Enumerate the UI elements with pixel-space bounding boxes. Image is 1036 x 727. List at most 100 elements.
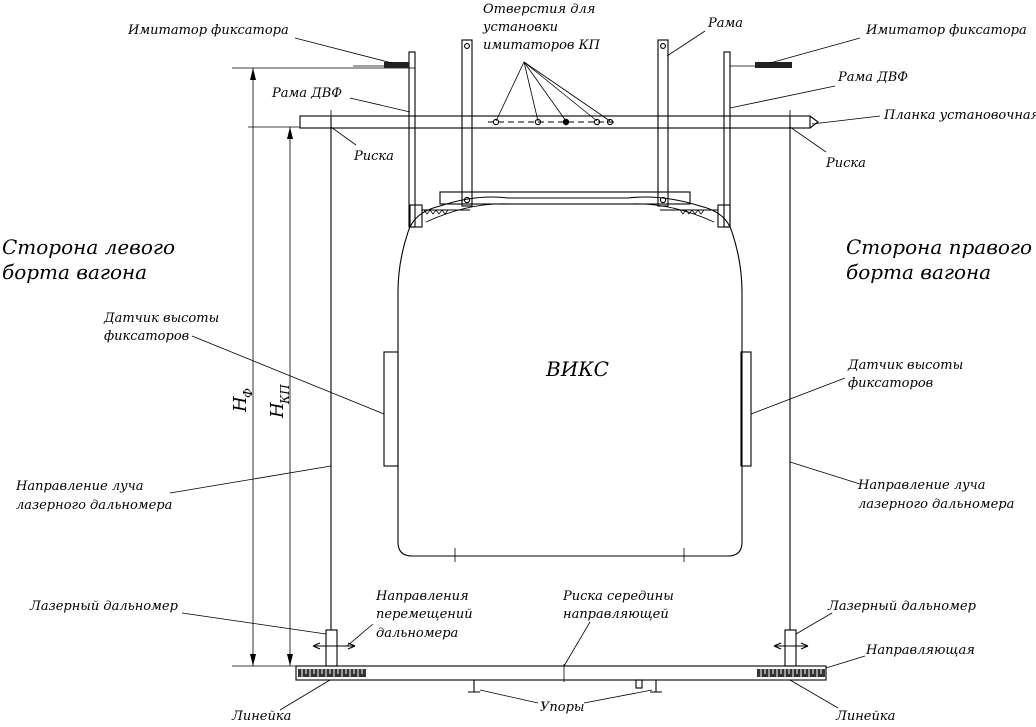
ruler-right-scale	[757, 669, 825, 677]
leader-rama-dvf-right	[729, 85, 836, 109]
label-beam-right-line2: лазерного дальномера	[858, 497, 1014, 512]
ruler-right-ticks	[760, 669, 822, 677]
leader-imitator-right	[769, 37, 861, 64]
leader-guide	[825, 655, 866, 669]
leader-rama	[666, 30, 706, 57]
label-side-left-line2: борта вагона	[2, 260, 147, 284]
mounting-bar-right-end	[809, 115, 819, 129]
leader-holes-4	[523, 61, 598, 122]
leader-ruler-left	[279, 679, 331, 711]
mounting-bar	[299, 115, 811, 129]
leader-imitator-left	[294, 37, 393, 64]
mount-hole-5	[606, 118, 614, 126]
frame-left-top-hole	[464, 43, 470, 49]
leader-holes-1	[495, 61, 525, 122]
leader-sensor-left	[191, 335, 385, 415]
dim-hf-arrow-bottom	[250, 654, 256, 666]
leader-beam-right	[789, 461, 861, 485]
leader-laser-left	[181, 612, 327, 635]
label-holes-line3: имитаторов КП	[483, 38, 601, 53]
leader-rama-dvf-left	[349, 97, 411, 113]
leader-lines	[169, 30, 881, 711]
label-side-right-line1: Сторона правого	[846, 235, 1032, 259]
ruler-left-scale	[298, 669, 366, 677]
dvf-frame-left	[408, 51, 416, 228]
support-left	[468, 680, 480, 693]
label-hkp-main: H	[267, 402, 288, 419]
guide-rail	[295, 665, 827, 681]
label-supports: Упоры	[540, 700, 585, 715]
label-hkp-sub: КП	[278, 384, 292, 405]
leader-sensor-right	[750, 377, 846, 415]
label-sensor-right-line2: фиксаторов	[848, 376, 933, 391]
label-sensor-left-line2: фиксаторов	[104, 329, 189, 344]
leader-laser-right	[795, 612, 833, 635]
label-beam-right-line1: Направление луча	[857, 478, 986, 493]
support-right	[650, 680, 662, 693]
laser-rangefinder-left	[325, 629, 338, 667]
label-ruler-right: Линейка	[835, 709, 895, 722]
dvf-frame-right	[723, 51, 731, 228]
support-middle	[635, 679, 643, 689]
label-laser-right: Лазерный дальномер	[827, 599, 977, 614]
frame-right-post	[657, 39, 669, 207]
imitator-right-bar	[755, 62, 792, 68]
leader-moves	[346, 623, 374, 647]
label-beam-left-line2: лазерного дальномера	[16, 498, 172, 513]
label-guide: Направляющая	[865, 643, 975, 658]
dim-hkp-arrow-bottom	[287, 654, 293, 666]
label-viks: ВИКС	[545, 357, 609, 381]
ruler-left-ticks	[301, 669, 363, 677]
laser-rangefinder-right	[784, 629, 797, 667]
viks-body	[397, 196, 743, 557]
label-rama-dvf-left: Рама ДВФ	[271, 86, 342, 101]
height-sensor-left	[383, 351, 399, 467]
label-hf: H Ф	[230, 388, 255, 413]
move-arrows-right	[773, 642, 809, 650]
frame-right-top-hole	[660, 43, 666, 49]
mount-block-left	[409, 204, 423, 228]
dim-hf-arrow-top	[250, 68, 256, 80]
leader-supports-right	[583, 689, 653, 704]
label-rama: Рама	[707, 16, 743, 31]
mount-block-right	[717, 204, 731, 228]
label-moves-line2: перемещений	[376, 607, 473, 622]
label-holes-line2: установки	[482, 20, 558, 35]
label-imitator-right: Имитатор фиксатора	[865, 23, 1027, 38]
label-riska-right: Риска	[825, 156, 866, 171]
leader-riska-mid	[563, 621, 591, 667]
height-sensor-right	[740, 351, 752, 467]
leader-holes-5	[523, 61, 611, 122]
leader-ruler-right	[789, 679, 839, 709]
leader-beam-left	[169, 465, 332, 494]
leader-supports-left	[479, 689, 539, 704]
leader-holes-2	[523, 61, 539, 122]
label-laser-left: Лазерный дальномер	[29, 599, 179, 614]
leader-holes-3	[523, 61, 567, 122]
viks-inner-top-line	[425, 203, 715, 223]
label-moves-line1: Направления	[375, 589, 469, 604]
label-sensor-right-line1: Датчик высоты	[847, 358, 963, 373]
label-planka: Планка установочная	[883, 108, 1036, 123]
label-riska-mid-line1: Риска середины	[562, 589, 674, 604]
label-holes-line1: Отверстия для	[483, 2, 595, 17]
label-side-right-line2: борта вагона	[846, 260, 991, 284]
imitator-left-bar	[384, 62, 409, 68]
label-moves-line3: дальномера	[376, 626, 458, 641]
frame-right-bottom-hole	[659, 196, 667, 204]
label-hkp: H КП	[267, 384, 292, 419]
mount-hole-center	[562, 118, 570, 126]
leader-riska-left	[330, 126, 357, 146]
label-sensor-left-line1: Датчик высоты	[103, 311, 219, 326]
label-beam-left-line1: Направление луча	[15, 479, 144, 494]
leader-planka	[811, 115, 881, 125]
label-rama-dvf-right: Рама ДВФ	[837, 70, 908, 85]
label-riska-left: Риска	[353, 149, 394, 164]
mount-hole-1	[492, 118, 500, 126]
label-hf-main: H	[230, 396, 251, 413]
label-hf-sub: Ф	[241, 388, 255, 398]
label-riska-mid-line2: направляющей	[563, 607, 669, 622]
dim-hkp-arrow-top	[287, 127, 293, 139]
